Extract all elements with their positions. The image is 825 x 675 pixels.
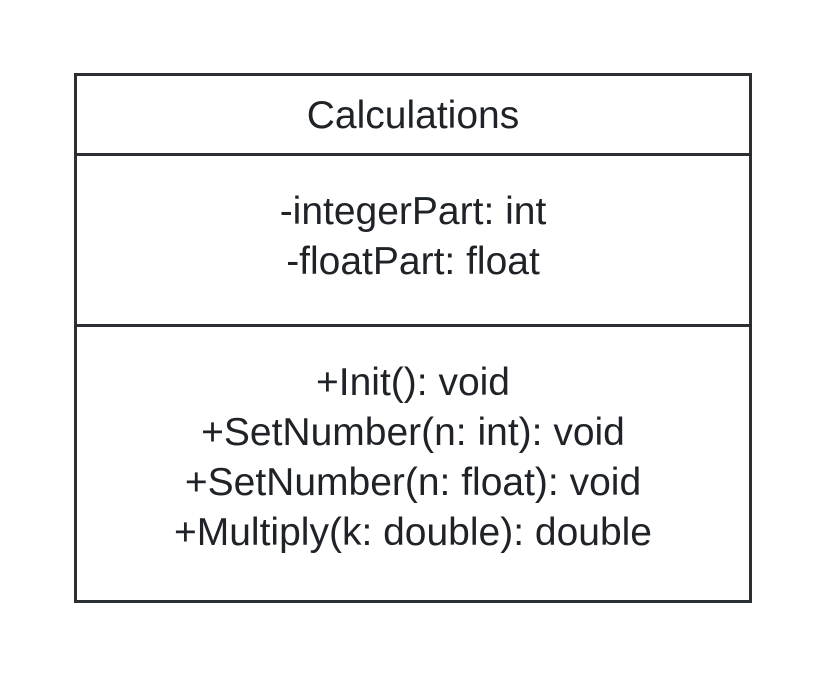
operation-multiply: +Multiply(k: double): double xyxy=(173,511,653,554)
attribute-integer-part: -integerPart: int xyxy=(279,190,547,233)
operation-set-number-float: +SetNumber(n: float): void xyxy=(184,461,642,504)
attributes-compartment: -integerPart: int -floatPart: float xyxy=(77,156,749,327)
class-name-compartment: Calculations xyxy=(77,76,749,156)
attribute-float-part: -floatPart: float xyxy=(286,240,540,283)
uml-class-box: Calculations -integerPart: int -floatPar… xyxy=(74,73,752,603)
operation-init: +Init(): void xyxy=(316,361,510,404)
class-name: Calculations xyxy=(306,93,520,137)
operation-set-number-int: +SetNumber(n: int): void xyxy=(201,411,625,454)
operations-compartment: +Init(): void +SetNumber(n: int): void +… xyxy=(77,327,749,600)
